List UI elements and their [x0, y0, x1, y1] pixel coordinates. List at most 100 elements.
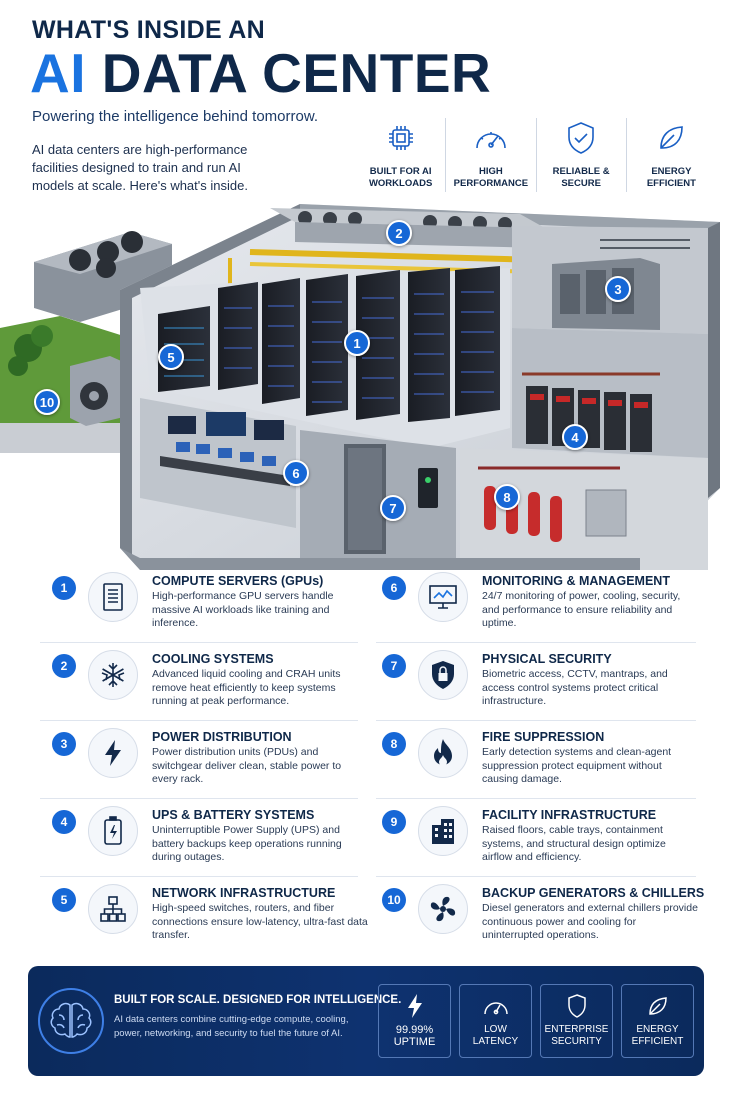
gauge-icon	[482, 993, 510, 1019]
item-description: Biometric access, CCTV, mantraps, and ac…	[482, 668, 668, 707]
item-title: COOLING SYSTEMS	[152, 652, 274, 666]
feature-label: HIGH PERFORMANCE	[453, 166, 529, 189]
component-item: 7 PHYSICAL SECURITY Biometric access, CC…	[380, 646, 698, 724]
callout-badge-10: 10	[34, 389, 60, 415]
stat-label: LOW LATENCY	[472, 1024, 519, 1047]
callout-badge-4: 4	[562, 424, 588, 450]
divider	[376, 876, 696, 877]
item-number: 8	[382, 732, 406, 756]
item-title: UPS & BATTERY SYSTEMS	[152, 808, 315, 822]
divider	[376, 720, 696, 721]
divider	[40, 798, 358, 799]
item-title: FACILITY INFRASTRUCTURE	[482, 808, 657, 822]
intro-description: AI data centers are high-performance fac…	[32, 142, 248, 193]
component-item: 1 COMPUTE SERVERS (GPUs) High-performanc…	[50, 568, 368, 646]
item-title: MONITORING & MANAGEMENT	[482, 574, 670, 588]
component-item: 5 NETWORK INFRASTRUCTURE High-speed swit…	[50, 880, 368, 958]
callout-badge-3: 3	[605, 276, 631, 302]
footer-banner: BUILT FOR SCALE. DESIGNED FOR INTELLIGEN…	[28, 966, 704, 1076]
component-item: 9 FACILITY INFRASTRUCTURE Raised floors,…	[380, 802, 698, 880]
isometric-building-drawing	[0, 204, 720, 570]
item-title: BACKUP GENERATORS & CHILLERS	[482, 886, 705, 900]
item-title: PHYSICAL SECURITY	[482, 652, 612, 666]
item-title: POWER DISTRIBUTION	[152, 730, 292, 744]
feature-reliable-secure: RELIABLE & SECURE	[535, 118, 626, 192]
item-number: 6	[382, 576, 406, 600]
stat-security: ENTERPRISE SECURITY	[540, 984, 613, 1058]
feature-strip: BUILT FOR AI WORKLOADS HIGH PERFORMANCE	[356, 118, 716, 192]
item-title: NETWORK INFRASTRUCTURE	[152, 886, 336, 900]
divider	[40, 642, 358, 643]
banner-title: BUILT FOR SCALE. DESIGNED FOR INTELLIGEN…	[114, 994, 402, 1006]
component-item: 6 MONITORING & MANAGEMENT 24/7 monitorin…	[380, 568, 698, 646]
leaf-icon	[646, 993, 670, 1019]
component-item: 2 COOLING SYSTEMS Advanced liquid coolin…	[50, 646, 368, 724]
lightning-icon	[88, 728, 138, 778]
lock-shield-icon	[418, 650, 468, 700]
page-title: AI DATA CENTER	[30, 46, 491, 101]
item-number: 5	[52, 888, 76, 912]
item-description: Early detection systems and clean-agent …	[482, 746, 672, 785]
title-main: DATA CENTER	[101, 42, 492, 104]
item-description: Power distribution units (PDUs) and swit…	[152, 746, 342, 785]
divider	[376, 798, 696, 799]
stat-energy: ENERGY EFFICIENT	[621, 984, 694, 1058]
item-description: Advanced liquid cooling and CRAH units r…	[152, 668, 341, 707]
feature-label: BUILT FOR AI WORKLOADS	[368, 166, 433, 189]
divider	[40, 876, 358, 877]
battery-icon	[88, 806, 138, 856]
item-description: High-performance GPU servers handle mass…	[152, 590, 334, 629]
tagline: Powering the intelligence behind tomorro…	[32, 108, 319, 125]
title-accent: AI	[30, 42, 86, 104]
network-icon	[88, 884, 138, 934]
lightning-icon	[406, 993, 424, 1019]
item-title: FIRE SUPPRESSION	[482, 730, 605, 744]
speedometer-icon	[471, 118, 511, 158]
feature-label: ENERGY EFFICIENT	[646, 166, 696, 189]
building-icon	[418, 806, 468, 856]
divider	[40, 720, 358, 721]
callout-badge-6: 6	[283, 460, 309, 486]
shield-check-icon	[561, 118, 601, 158]
callout-badge-8: 8	[494, 484, 520, 510]
component-item: 3 POWER DISTRIBUTION Power distribution …	[50, 724, 368, 802]
callout-badge-7: 7	[380, 495, 406, 521]
header: WHAT'S INSIDE AN AI DATA CENTER Powering…	[0, 0, 736, 200]
stat-uptime: 99.99% UPTIME	[378, 984, 451, 1058]
item-title: COMPUTE SERVERS (GPUs)	[152, 574, 324, 588]
item-description: Uninterruptible Power Supply (UPS) and b…	[152, 824, 342, 863]
stat-label: 99.99% UPTIME	[393, 1024, 436, 1048]
callout-badge-2: 2	[386, 220, 412, 246]
item-description: Raised floors, cable trays, containment …	[482, 824, 666, 863]
banner-description: AI data centers combine cutting-edge com…	[114, 1014, 349, 1039]
item-number: 1	[52, 576, 76, 600]
chip-icon	[381, 118, 421, 158]
snowflake-icon	[88, 650, 138, 700]
title-small: WHAT'S INSIDE AN	[32, 16, 265, 44]
stats-row: 99.99% UPTIME LOW LATENCY ENTERPRISE SEC…	[378, 984, 694, 1058]
data-center-illustration: 2 3 1 5 10 4 6 8 7	[0, 198, 736, 570]
feature-ai-workloads: BUILT FOR AI WORKLOADS	[356, 118, 445, 192]
divider	[376, 642, 696, 643]
shield-icon	[566, 993, 588, 1019]
stat-label: ENTERPRISE SECURITY	[544, 1024, 609, 1047]
stat-label: ENERGY EFFICIENT	[631, 1024, 684, 1047]
item-number: 4	[52, 810, 76, 834]
stat-latency: LOW LATENCY	[459, 984, 532, 1058]
monitor-icon	[418, 572, 468, 622]
fan-icon	[418, 884, 468, 934]
feature-high-performance: HIGH PERFORMANCE	[445, 118, 535, 192]
component-item: 4 UPS & BATTERY SYSTEMS Uninterruptible …	[50, 802, 368, 880]
item-number: 9	[382, 810, 406, 834]
item-description: High-speed switches, routers, and fiber …	[152, 902, 368, 941]
brain-icon	[38, 988, 104, 1054]
item-description: Diesel generators and external chillers …	[482, 902, 698, 941]
item-number: 3	[52, 732, 76, 756]
item-description: 24/7 monitoring of power, cooling, secur…	[482, 590, 681, 629]
component-item: 8 FIRE SUPPRESSION Early detection syste…	[380, 724, 698, 802]
item-number: 7	[382, 654, 406, 678]
leaf-icon	[651, 118, 691, 158]
flame-icon	[418, 728, 468, 778]
server-icon	[88, 572, 138, 622]
callout-badge-5: 5	[158, 344, 184, 370]
